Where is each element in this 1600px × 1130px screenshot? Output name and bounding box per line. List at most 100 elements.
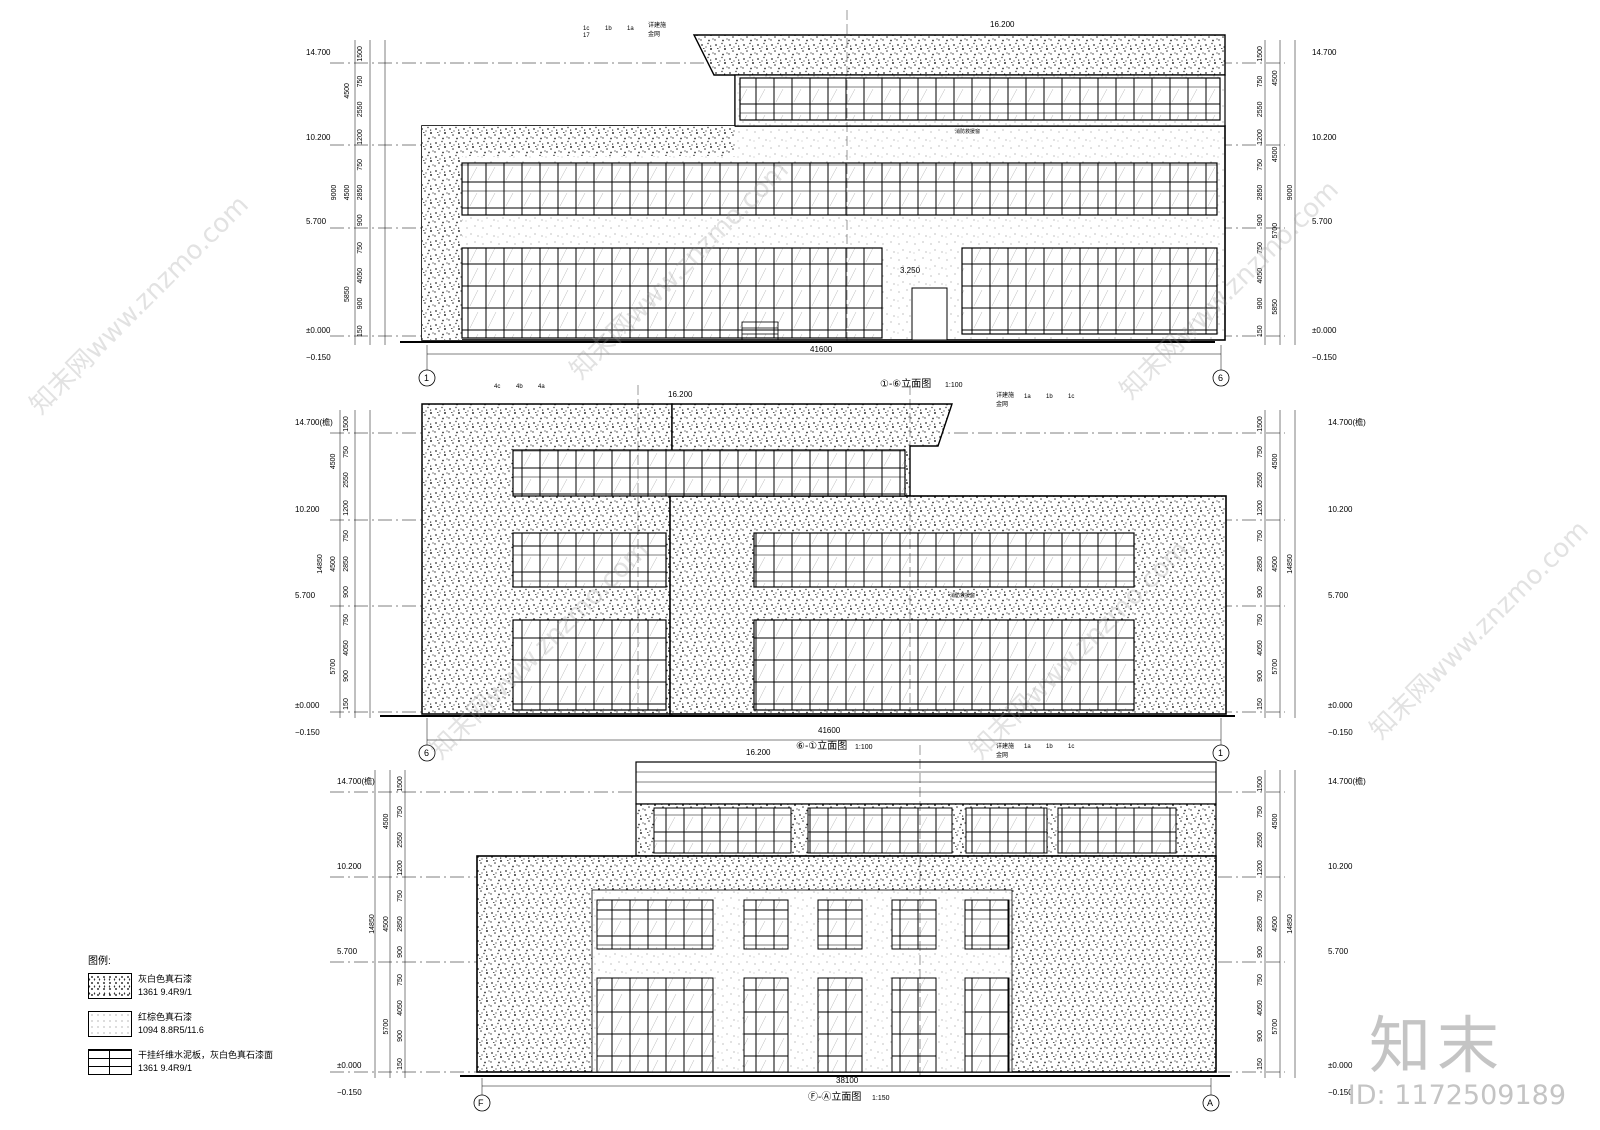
elevation-1-level-ground: ±0.000 — [306, 326, 331, 335]
dimension-value: 750 — [1257, 530, 1264, 542]
elevation-3-level-base: −0.150 — [337, 1088, 362, 1097]
elevation-2-callout-e: 1b — [1046, 394, 1053, 400]
legend-item-name: 干挂纤维水泥板，灰白色真石漆面 — [138, 1050, 274, 1060]
dimension-rails — [339, 40, 1296, 1078]
dimension-value: 750 — [1257, 159, 1264, 171]
dimension-value: 750 — [1257, 76, 1264, 88]
dimension-value: 900 — [1257, 586, 1264, 598]
elevation-1-grid-left: 1 — [424, 373, 429, 383]
dimension-value: 2850 — [1257, 556, 1264, 572]
elevation-1-callout-a: 1c — [583, 26, 589, 32]
dimension-value: 900 — [1257, 946, 1264, 958]
dimension-value: 150 — [343, 698, 350, 710]
dimension-value: 1500 — [343, 416, 350, 432]
dimension-value: 750 — [357, 242, 364, 254]
dimension-value: 2850 — [357, 185, 364, 201]
elevation-2-level-3: 5.700 — [295, 591, 316, 600]
dimension-value: 4500 — [383, 916, 390, 932]
dimension-value: 750 — [357, 76, 364, 88]
elevation-3-level-3-r: 5.700 — [1328, 947, 1349, 956]
elevation-1-level-2: 10.200 — [306, 133, 331, 142]
legend-item-dense-stipple: 灰白色真石漆 1361 9.4R9/1 — [88, 973, 288, 999]
elevation-1-total-width: 41600 — [810, 345, 833, 354]
dimension-value: 4050 — [1257, 640, 1264, 656]
elevation-1-level-3: 5.700 — [306, 217, 327, 226]
elevation-2-labels: ⑥-①立面图 1:100 41600 6 1 16.200 4c 4b 4a 1… — [295, 384, 1366, 758]
elevation-3-labels: Ⓕ-Ⓐ立面图 1:150 38100 F A 16.200 1a 1b 1c 详… — [337, 742, 1366, 1108]
dimension-value: 4050 — [357, 268, 364, 284]
elevation-2-callout-note2: 金网 — [996, 400, 1008, 408]
dimension-value: 750 — [1257, 890, 1264, 902]
elevation-1-level-ground-r: ±0.000 — [1312, 326, 1337, 335]
dimension-value: 4500 — [1272, 70, 1279, 86]
dimension-value: 2850 — [343, 556, 350, 572]
elevation-3-title: Ⓕ-Ⓐ立面图 — [808, 1090, 861, 1103]
elevation-2-callout-d: 1a — [1024, 394, 1031, 400]
elevation-2-total-width: 41600 — [818, 726, 841, 735]
dimension-value: 900 — [1257, 1030, 1264, 1042]
dimension-value: 4050 — [343, 640, 350, 656]
dimension-value: 4500 — [1272, 146, 1279, 162]
elevation-2-window-note: 消防救援窗 — [950, 592, 975, 599]
dimension-value: 150 — [397, 1058, 404, 1070]
elevation-2-level-ground-r: ±0.000 — [1328, 701, 1353, 710]
elevation-3-callout-c: 1c — [1068, 744, 1074, 750]
elevation-2-level-3-r: 5.700 — [1328, 591, 1349, 600]
dimension-value: 4050 — [397, 1000, 404, 1016]
dimension-value: 1200 — [343, 500, 350, 516]
dimension-value: 4500 — [1272, 556, 1279, 572]
dimension-value: 2550 — [397, 832, 404, 848]
elevation-3-level-base-r: −0.150 — [1328, 1088, 1353, 1097]
elevation-3-grid-right: A — [1207, 1098, 1213, 1108]
dimension-value: 2850 — [1257, 185, 1264, 201]
elevation-1-level-top-r: 14.700 — [1312, 48, 1337, 57]
elevation-2-level-ground: ±0.000 — [295, 701, 320, 710]
dimension-value: 750 — [343, 530, 350, 542]
dimension-value: 9000 — [1287, 185, 1294, 201]
dimension-value: 5850 — [1272, 299, 1279, 315]
legend-item-light-stipple: 红棕色真石漆 1094 8.8R5/11.6 — [88, 1011, 288, 1037]
dimension-value: 4500 — [344, 185, 351, 201]
dimension-value: 150 — [1257, 325, 1264, 337]
dimension-text: 1500 750 2550 1200 750 2850 900 750 4050 900 150 45… — [317, 46, 1294, 1070]
elevation-3-callout-note2: 金网 — [996, 751, 1008, 759]
dimension-value: 750 — [1257, 974, 1264, 986]
dimension-value: 1500 — [397, 776, 404, 792]
elevation-1-canopy-level: 3.250 — [900, 266, 921, 275]
elevation-2-roof-level: 16.200 — [668, 390, 693, 399]
legend-item-name: 灰白色真石漆 — [138, 974, 193, 984]
dimension-value: 900 — [1257, 214, 1264, 226]
elevation-3-scale: 1:150 — [872, 1095, 890, 1102]
elevation-F-A — [330, 745, 1285, 1112]
elevation-1-callout-sheet: 17 — [583, 33, 590, 39]
dimension-value: 4050 — [1257, 1000, 1264, 1016]
elevation-1-callout-b: 1b — [605, 26, 612, 32]
dimension-value: 4500 — [344, 83, 351, 99]
dimension-value: 900 — [343, 586, 350, 598]
dimension-value: 1200 — [397, 860, 404, 876]
dimension-value: 150 — [1257, 698, 1264, 710]
elevation-2-callout-f: 1c — [1068, 394, 1074, 400]
dimension-value: 4500 — [1272, 813, 1279, 829]
elevation-2-level-base: −0.150 — [295, 728, 320, 737]
elevation-1-title: ①-⑥立面图 — [880, 377, 931, 390]
elevation-2-callout-a: 4c — [494, 384, 500, 390]
elevation-1-6 — [330, 10, 1285, 387]
dimension-value: 1500 — [357, 46, 364, 62]
elevation-2-title: ⑥-①立面图 — [796, 739, 847, 752]
elevation-1-level-base: −0.150 — [306, 353, 331, 362]
dimension-value: 2850 — [397, 916, 404, 932]
dimension-value: 2550 — [1257, 101, 1264, 117]
dimension-value: 14850 — [1287, 554, 1294, 574]
dimension-value: 14850 — [317, 554, 324, 574]
legend-item-panel-lines: 干挂纤维水泥板，灰白色真石漆面 1361 9.4R9/1 — [88, 1049, 288, 1075]
dimension-value: 4500 — [383, 813, 390, 829]
elevation-3-callout-b: 1b — [1046, 744, 1053, 750]
elevation-3-level-2-r: 10.200 — [1328, 862, 1353, 871]
elevation-2-level-top: 14.700(檐) — [295, 417, 333, 427]
dimension-value: 2550 — [343, 472, 350, 488]
dimension-value: 750 — [1257, 446, 1264, 458]
elevation-3-level-2: 10.200 — [337, 862, 362, 871]
dimension-value: 750 — [397, 890, 404, 902]
